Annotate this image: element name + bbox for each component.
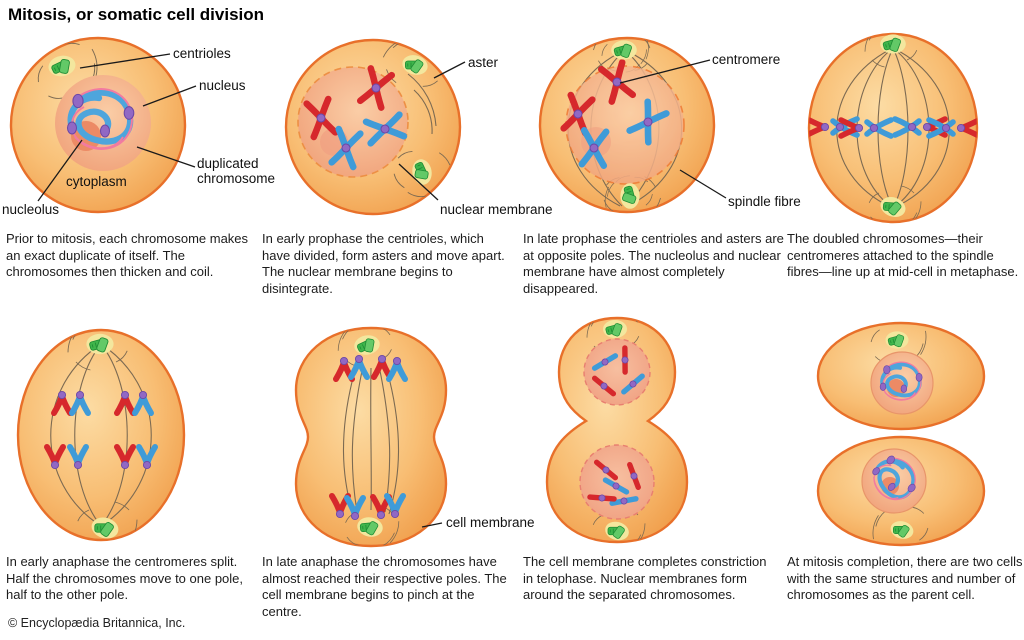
panel-metaphase <box>784 30 1024 230</box>
panel-interphase: centrioles nucleus duplicated chromosome… <box>0 30 275 230</box>
panel-telophase <box>520 310 784 550</box>
completion-illustration <box>816 321 986 547</box>
caption-late-anaphase: In late anaphase the chromosomes have al… <box>262 554 507 619</box>
aster-rays <box>407 73 437 135</box>
caption-late-prophase: In late prophase the centrioles and aste… <box>523 231 784 296</box>
centriole-icon <box>885 330 909 350</box>
caption-interphase: Prior to mitosis, each chromosome makes … <box>6 231 249 279</box>
caption-completion: At mitosis completion, there are two cel… <box>787 554 1023 602</box>
label-duplicated-chromosome: duplicated chromosome <box>197 156 276 187</box>
caption-early-prophase: In early prophase the centrioles, which … <box>262 231 505 296</box>
label-nuclear-membrane: nuclear membrane <box>440 202 553 217</box>
label-nucleolus: nucleolus <box>2 202 60 217</box>
panel-early-prophase: aster nuclear membrane <box>258 30 553 230</box>
cell-body <box>807 32 979 224</box>
centriole-icon <box>879 34 907 54</box>
label-centrioles: centrioles <box>173 46 231 61</box>
panel-completion <box>784 318 1024 550</box>
centriole-icon <box>620 182 640 210</box>
metaphase-illustration <box>807 32 979 224</box>
forming-nucleus <box>579 444 655 520</box>
leader-lines <box>37 53 197 202</box>
label-cytoplasm: cytoplasm <box>66 174 127 189</box>
early-anaphase-illustration <box>16 328 186 542</box>
caption-early-anaphase: In early anaphase the centromeres split.… <box>6 554 244 602</box>
caption-metaphase: The doubled chromosomes—their centromere… <box>787 231 1019 279</box>
centriole-icon <box>85 333 115 355</box>
copyright-credit: © Encyclopædia Britannica, Inc. <box>8 616 186 630</box>
panel-late-prophase: centromere spindle fibre <box>520 30 801 230</box>
centriole-icon <box>610 40 638 60</box>
caption-telophase: The cell membrane completes constriction… <box>523 554 767 602</box>
centriole-icon <box>602 319 628 339</box>
label-centromere: centromere <box>712 52 781 67</box>
label-spindle-fibre: spindle fibre <box>728 194 801 209</box>
spindle-fibres <box>50 343 152 527</box>
early-prophase-illustration <box>284 38 466 216</box>
cell-body <box>16 328 186 542</box>
late-prophase-illustration <box>538 36 727 214</box>
label-nucleus: nucleus <box>199 78 246 93</box>
telophase-illustration <box>545 316 689 544</box>
leader-lines <box>398 61 466 201</box>
figure-title: Mitosis, or somatic cell division <box>8 5 265 24</box>
label-aster: aster <box>468 55 499 70</box>
label-cell-membrane: cell membrane <box>446 515 535 530</box>
panel-early-anaphase <box>0 318 258 550</box>
late-anaphase-illustration <box>294 326 448 548</box>
panel-late-anaphase: cell membrane <box>258 318 535 550</box>
leader-lines <box>619 59 727 199</box>
interphase-illustration <box>9 36 197 214</box>
leader-lines <box>421 522 443 528</box>
forming-nucleus <box>583 338 651 406</box>
